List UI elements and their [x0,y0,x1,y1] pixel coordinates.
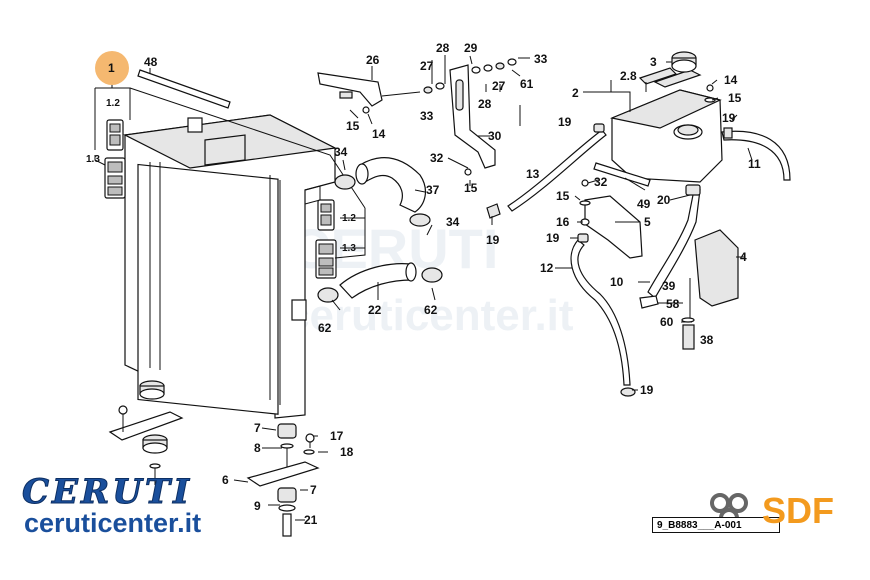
callout-2[interactable]: 2 [572,86,579,100]
callout-11[interactable]: 11 [748,157,761,171]
callout-15d[interactable]: 15 [556,189,570,203]
sdf-logo: SDF [762,490,834,531]
callout-labels: 1 1.2 1.3 1.2 1.3 48 26 27 28 33 15 14 2… [86,41,761,527]
callout-33a[interactable]: 33 [420,109,434,123]
callout-9[interactable]: 9 [254,499,261,513]
callout-58[interactable]: 58 [666,297,680,311]
callout-27a[interactable]: 27 [420,59,434,73]
callout-62a[interactable]: 62 [318,321,332,335]
callout-1-2-left[interactable]: 1.2 [106,98,120,109]
callout-2-8[interactable]: 2.8 [620,69,637,83]
callout-22[interactable]: 22 [368,303,382,317]
callout-5[interactable]: 5 [644,215,651,229]
hose-12[interactable] [570,239,631,386]
callout-1-3-left[interactable]: 1.3 [86,154,100,165]
callout-34a[interactable]: 34 [334,145,348,159]
callout-28b[interactable]: 28 [478,97,492,111]
callout-33b[interactable]: 33 [534,52,548,66]
callout-27b[interactable]: 27 [492,79,506,93]
callout-39[interactable]: 39 [662,279,676,293]
callout-15c[interactable]: 15 [728,91,742,105]
seal-strip[interactable] [137,69,231,109]
decal-left[interactable] [104,119,126,199]
drawing-code: 9_B8883___A-001 [652,517,780,533]
callout-1[interactable]: 1 [108,61,115,75]
callout-19e[interactable]: 19 [640,383,654,397]
callout-49[interactable]: 49 [637,197,651,211]
callout-8[interactable]: 8 [254,441,261,455]
mount-right[interactable] [246,423,320,537]
callout-19a[interactable]: 19 [486,233,500,247]
callout-21[interactable]: 21 [304,513,318,527]
callout-38[interactable]: 38 [700,333,714,347]
callout-1-2-right[interactable]: 1.2 [342,213,356,224]
callout-1-3-right[interactable]: 1.3 [342,243,356,254]
callout-1-highlight [95,51,129,85]
callout-14b[interactable]: 14 [724,73,738,87]
callout-60[interactable]: 60 [660,315,674,329]
callout-14a[interactable]: 14 [372,127,386,141]
hose-49[interactable] [593,162,651,187]
callout-28a[interactable]: 28 [436,41,450,55]
callout-7b[interactable]: 7 [310,483,317,497]
radiator[interactable] [123,114,337,419]
callout-29[interactable]: 29 [464,41,478,55]
bracket-4[interactable] [694,229,739,307]
mount-left[interactable] [108,380,184,485]
callout-7a[interactable]: 7 [254,421,261,435]
callout-48[interactable]: 48 [144,55,158,69]
bracket-5[interactable] [584,195,643,259]
callout-16[interactable]: 16 [556,215,570,229]
callout-61[interactable]: 61 [520,77,534,91]
callout-34b[interactable]: 34 [446,215,460,229]
callout-13[interactable]: 13 [526,167,540,181]
callout-17[interactable]: 17 [330,429,344,443]
callout-32b[interactable]: 32 [594,175,608,189]
ceruti-logo: CERUTI [21,472,193,513]
hose-13[interactable] [507,129,607,212]
callout-15a[interactable]: 15 [346,119,360,133]
decal-right[interactable] [315,199,337,279]
callout-30[interactable]: 30 [488,129,502,143]
callout-10[interactable]: 10 [610,275,624,289]
fittings[interactable] [577,84,733,243]
callout-4[interactable]: 4 [740,250,747,264]
callout-15b[interactable]: 15 [464,181,478,195]
callout-19b[interactable]: 19 [558,115,572,129]
callout-19d[interactable]: 19 [546,231,560,245]
callout-20[interactable]: 20 [657,193,671,207]
bracket-hardware[interactable] [620,280,695,397]
callout-12[interactable]: 12 [540,261,554,275]
bracket-26[interactable] [317,72,445,114]
upper-hose[interactable] [334,156,431,227]
expansion-tank[interactable] [609,51,791,183]
callout-6[interactable]: 6 [222,473,229,487]
callout-26[interactable]: 26 [366,53,380,67]
lower-hose[interactable] [317,262,443,303]
bracket-30[interactable] [449,58,517,219]
leader-lines [233,55,753,521]
callout-19c[interactable]: 19 [722,111,736,125]
callout-32a[interactable]: 32 [430,151,444,165]
callout-3[interactable]: 3 [650,55,657,69]
callout-62b[interactable]: 62 [424,303,438,317]
ceruti-site: ceruticenter.it [24,508,202,538]
callout-37[interactable]: 37 [426,183,440,197]
callout-18[interactable]: 18 [340,445,354,459]
